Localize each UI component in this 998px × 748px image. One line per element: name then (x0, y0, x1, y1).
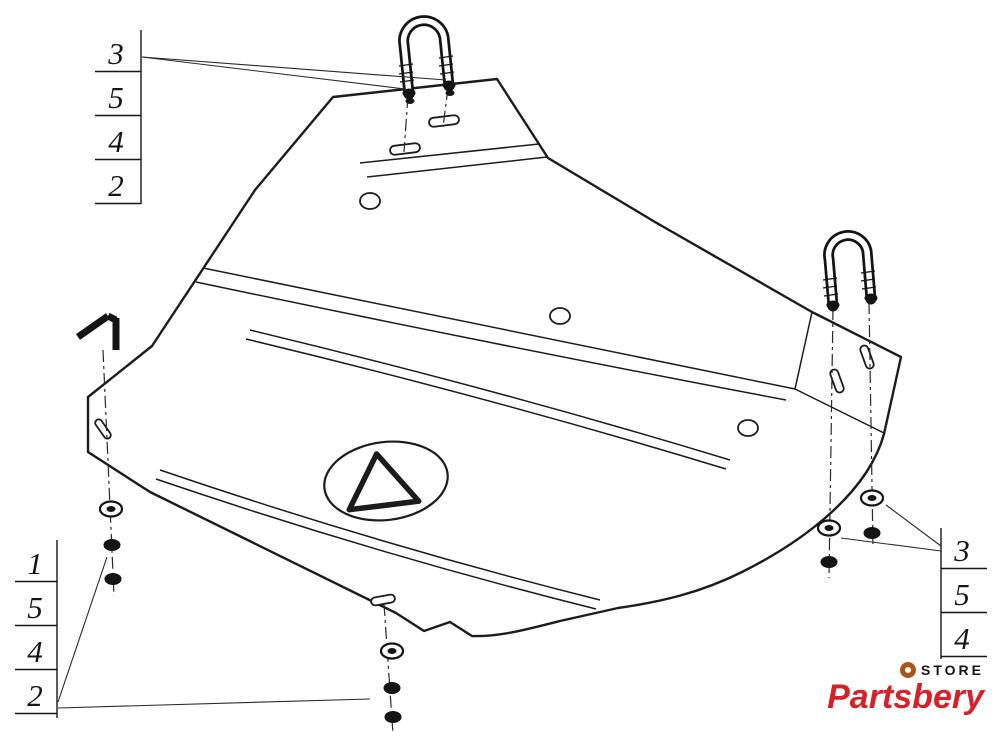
u-bolt-nut (826, 300, 840, 310)
washer (379, 642, 405, 660)
nut (384, 711, 402, 723)
callout-table-right: 3 5 4 (940, 528, 987, 659)
rib-lines (155, 329, 731, 610)
nut (820, 556, 838, 568)
callout-number: 4 (108, 124, 124, 159)
hardware-left (98, 500, 124, 585)
partsbery-logo: STORE Partsbery (827, 662, 984, 714)
u-bolt-nut (442, 80, 456, 90)
callout-number: 3 (107, 36, 124, 71)
callout-number: 2 (108, 168, 124, 203)
thread-ticks (398, 55, 455, 83)
washer (98, 500, 124, 518)
plate-outline (86, 77, 903, 638)
u-bolt-top (398, 15, 456, 104)
callout-number: 3 (953, 533, 970, 568)
u-bolt-nut (405, 98, 415, 104)
callout-table-bottom-left: 1 5 4 2 (15, 540, 58, 718)
hardware-bottom (379, 642, 405, 723)
store-label: STORE (921, 662, 984, 678)
callout-number: 5 (108, 80, 124, 115)
u-bolt-nut (864, 293, 878, 303)
hardware-right (816, 489, 885, 568)
callout-number: 5 (27, 590, 43, 625)
nut (383, 682, 401, 694)
plate-holes (359, 192, 759, 437)
washer (816, 519, 842, 537)
mounting-slots (94, 114, 875, 607)
skid-plate (86, 77, 903, 638)
brand-bery: bery (912, 678, 984, 716)
leader-lines (57, 56, 942, 709)
store-donut-icon (900, 662, 917, 678)
nut (863, 527, 881, 539)
washer (859, 489, 885, 507)
plate-logo-oval (323, 440, 449, 522)
triangle-mark (346, 451, 422, 513)
angle-bracket (75, 312, 120, 350)
callout-number: 4 (27, 634, 43, 669)
callout-number: 5 (954, 577, 970, 612)
callout-number: 4 (954, 621, 970, 656)
u-bolt-nut (445, 90, 455, 96)
nut (103, 539, 121, 551)
brand-name: Partsbery (827, 680, 984, 714)
thread-ticks (822, 270, 877, 297)
callout-table-top-left: 3 5 4 2 (95, 30, 142, 205)
callout-number: 2 (27, 678, 43, 713)
store-row: STORE (827, 662, 984, 678)
callout-number: 1 (27, 546, 43, 581)
nut (104, 573, 122, 585)
bend-lines (195, 143, 885, 434)
u-bolt-right (822, 230, 878, 312)
u-bolt-nut (402, 88, 416, 98)
brand-parts: Parts (827, 678, 913, 716)
